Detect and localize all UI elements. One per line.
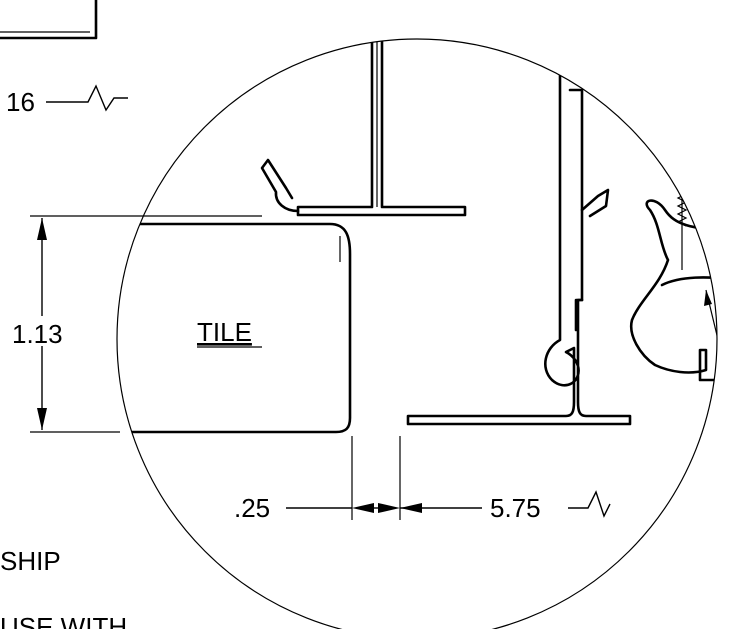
tile-outline bbox=[118, 222, 352, 434]
tee-bar-profile bbox=[296, 39, 467, 217]
gap-dim-label: .25 bbox=[234, 493, 270, 523]
note-line-2: USE WITH bbox=[0, 612, 127, 629]
channel-web bbox=[568, 39, 582, 82]
partial-dim-label: 16 bbox=[6, 87, 35, 117]
span-dim-label: 5.75 bbox=[490, 493, 541, 523]
span-arrow-left bbox=[400, 503, 422, 513]
fixture-diffuser bbox=[660, 276, 717, 287]
channel-top-tab bbox=[606, 53, 627, 78]
fixture-clip bbox=[629, 199, 717, 382]
span-break-symbol bbox=[568, 490, 611, 518]
tee-hook bbox=[260, 158, 300, 213]
gap-arrow-right bbox=[378, 503, 400, 513]
channel-profile bbox=[406, 39, 632, 426]
height-arrow-top bbox=[37, 218, 47, 240]
fixture-leader-arrow bbox=[704, 290, 712, 306]
note-line-1: SHIP bbox=[0, 546, 61, 576]
gap-arrow-left bbox=[352, 503, 374, 513]
channel-latch bbox=[580, 188, 610, 218]
tile-label: TILE bbox=[197, 317, 252, 347]
detail-circle bbox=[116, 38, 718, 629]
height-label-mask bbox=[8, 316, 76, 346]
fixture-leader bbox=[705, 289, 717, 431]
channel-inner-wall bbox=[568, 88, 584, 332]
partial-box-outline bbox=[0, 0, 98, 40]
height-dim-label: 1.13 bbox=[12, 319, 63, 349]
partial-break-symbol bbox=[46, 84, 128, 112]
height-arrow-bottom bbox=[37, 408, 47, 430]
